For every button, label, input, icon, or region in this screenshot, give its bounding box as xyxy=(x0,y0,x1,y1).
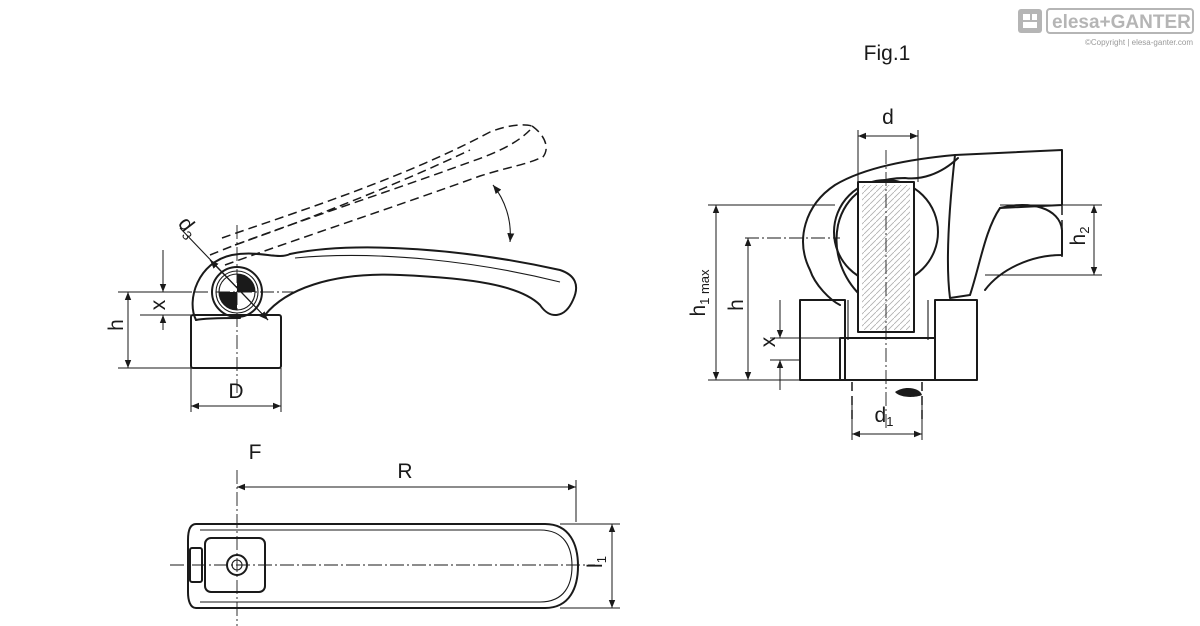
top-view-lever xyxy=(170,470,620,626)
logo-text: elesa+GANTER xyxy=(1052,12,1191,33)
label-h2: h2 xyxy=(1067,227,1092,246)
label-l1: l1 xyxy=(584,556,609,568)
copyright-text: ©Copyright | elesa-ganter.com xyxy=(1085,38,1193,47)
section-view xyxy=(708,130,1102,440)
label-d3: d3 xyxy=(172,213,203,243)
label-h1max: h1 max xyxy=(687,269,712,317)
side-view-lever xyxy=(118,124,578,412)
label-d1: d1 xyxy=(875,404,894,429)
label-x: x xyxy=(147,299,170,310)
brand-logo: elesa+GANTER ©Copyright | elesa-ganter.c… xyxy=(1018,8,1194,47)
label-section-h: h xyxy=(725,299,748,311)
label-d: d xyxy=(882,106,894,129)
label-h: h xyxy=(105,319,128,331)
figure-title: Fig.1 xyxy=(864,42,911,65)
label-section-x: x xyxy=(757,336,780,347)
label-R: R xyxy=(397,460,412,483)
label-F: F xyxy=(249,441,262,464)
label-D: D xyxy=(228,380,243,403)
